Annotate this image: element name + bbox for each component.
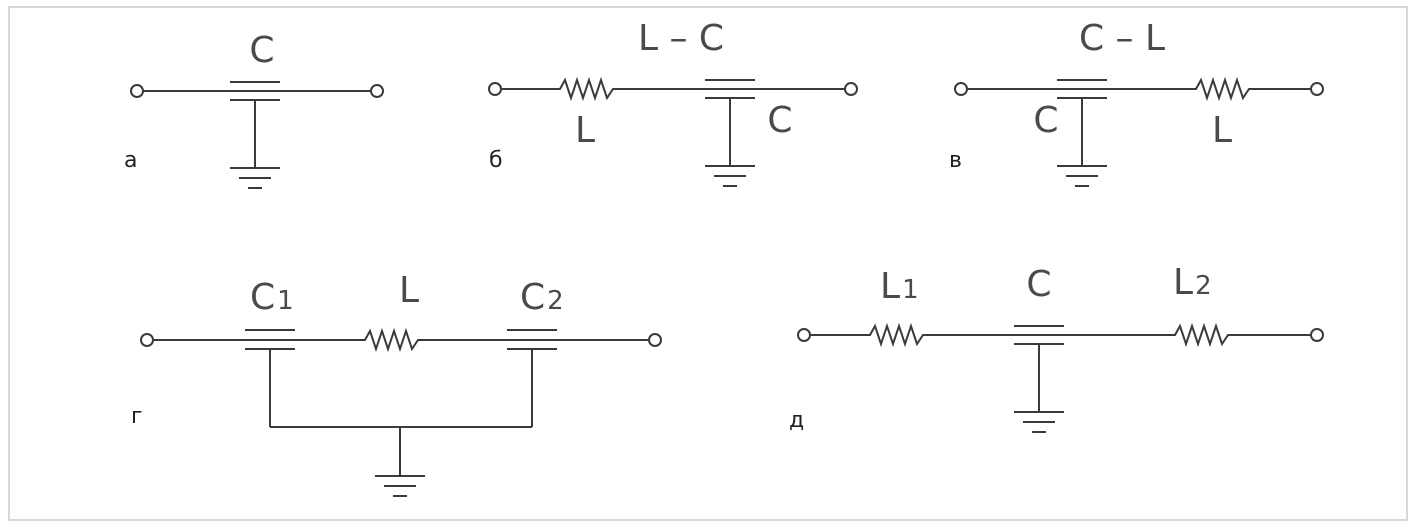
- circuit-v-capacitor-label: C: [1033, 100, 1058, 141]
- circuit-v-ground-symbol: [1057, 165, 1107, 187]
- circuit-d-l2-label: L2: [1173, 262, 1212, 303]
- circuit-d-tag: д: [789, 408, 804, 433]
- circuit-g-tag: г: [131, 404, 143, 429]
- circuit-v-input-terminal: [954, 82, 968, 96]
- circuit-b-inductor-label: L: [575, 110, 595, 151]
- circuit-b-ground-symbol: [705, 165, 755, 187]
- circuit-b-tag: б: [489, 148, 503, 173]
- circuit-d-l1-label: L1: [880, 266, 919, 307]
- circuit-v-title: C – L: [1079, 18, 1165, 59]
- circuit-b-wire-with-inductor: [501, 76, 845, 102]
- circuit-v-capacitor: [1057, 79, 1107, 166]
- circuit-g-input-terminal: [140, 333, 154, 347]
- circuit-a-capacitor: [230, 81, 280, 168]
- circuit-b: L – C L C б: [488, 18, 858, 187]
- circuit-a: C а: [124, 30, 384, 189]
- circuit-d-wire-with-inductors: [810, 322, 1310, 348]
- circuit-b-output-terminal: [844, 82, 858, 96]
- circuit-g-output-terminal: [648, 333, 662, 347]
- circuit-a-input-terminal: [130, 84, 144, 98]
- circuit-g-wire-with-inductor: [153, 327, 648, 353]
- circuit-a-output-terminal: [370, 84, 384, 98]
- circuit-b-input-terminal: [488, 82, 502, 96]
- circuit-v-tag: в: [949, 148, 962, 173]
- circuit-g-inductor-label: L: [399, 270, 419, 311]
- circuit-d-capacitor-label: C: [1026, 264, 1051, 305]
- circuit-g: C1 L C2 г: [131, 270, 662, 497]
- circuit-g-ground-symbol: [375, 475, 425, 497]
- circuit-d-output-terminal: [1310, 328, 1324, 342]
- circuit-a-tag: а: [124, 148, 137, 173]
- circuit-v-output-terminal: [1310, 82, 1324, 96]
- circuit-g-capacitor-c1: [245, 329, 295, 427]
- circuit-d-capacitor: [1014, 325, 1064, 412]
- circuit-v: C – L C L в: [949, 18, 1324, 187]
- circuit-v-wire-with-inductor: [967, 76, 1311, 102]
- circuit-a-capacitor-label: C: [249, 30, 274, 71]
- circuit-b-capacitor: [705, 79, 755, 166]
- circuit-b-capacitor-label: C: [767, 100, 792, 141]
- circuit-b-title: L – C: [638, 18, 724, 59]
- circuit-v-inductor-label: L: [1212, 110, 1232, 151]
- circuit-g-capacitor-c2: [507, 329, 557, 427]
- circuit-a-ground-symbol: [230, 167, 280, 189]
- circuit-d: L1 C L2 д: [789, 262, 1324, 433]
- circuit-g-c1-label: C1: [250, 277, 294, 318]
- circuit-d-ground-symbol: [1014, 411, 1064, 433]
- circuit-g-c2-label: C2: [520, 277, 564, 318]
- circuit-d-input-terminal: [797, 328, 811, 342]
